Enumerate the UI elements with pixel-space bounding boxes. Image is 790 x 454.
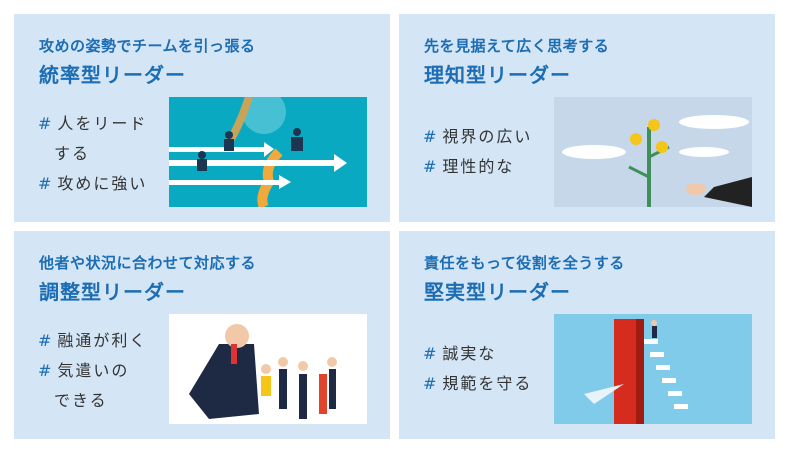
tag: #人をリードする: [38, 114, 148, 163]
tag: #攻めに強い: [38, 174, 148, 193]
card-leader-type-coordinator: 他者や状況に合わせて対応する 調整型リーダー #融通が利く #気遣いのできる: [14, 231, 390, 439]
tag: #規範を守る: [423, 374, 533, 393]
card-subtitle: 先を見据えて広く思考する: [424, 37, 610, 55]
tag-list: #視界の広い #理性的な: [423, 122, 532, 182]
card-title: 理知型リーダー: [424, 63, 571, 87]
card-title: 統率型リーダー: [39, 63, 186, 87]
illustration-plant-clouds: [554, 97, 752, 207]
tag: #視界の広い: [423, 127, 533, 146]
card-title: 調整型リーダー: [39, 280, 186, 304]
tag: #理性的な: [423, 157, 515, 176]
illustration-listening-leader: [169, 314, 367, 424]
tag-list: #融通が利く #気遣いのできる: [38, 326, 147, 416]
tag-list: #誠実な #規範を守る: [423, 339, 532, 399]
illustration-racing-arrows: [169, 97, 367, 207]
card-leader-type-intellectual: 先を見据えて広く思考する 理知型リーダー #視界の広い #理性的な: [399, 14, 775, 222]
tag: #誠実な: [423, 344, 497, 363]
card-leader-type-command: 攻めの姿勢でチームを引っ張る 統率型リーダー #人をリードする #攻めに強い: [14, 14, 390, 222]
card-subtitle: 他者や状況に合わせて対応する: [39, 254, 257, 272]
card-subtitle: 責任をもって役割を全うする: [424, 254, 625, 272]
tag-list: #人をリードする #攻めに強い: [38, 109, 147, 199]
tag: #融通が利く: [38, 331, 148, 350]
illustration-red-pillar: [554, 314, 752, 424]
card-subtitle: 攻めの姿勢でチームを引っ張る: [39, 37, 256, 55]
card-title: 堅実型リーダー: [424, 280, 571, 304]
card-leader-type-steady: 責任をもって役割を全うする 堅実型リーダー #誠実な #規範を守る: [399, 231, 775, 439]
tag: #気遣いのできる: [38, 361, 130, 410]
